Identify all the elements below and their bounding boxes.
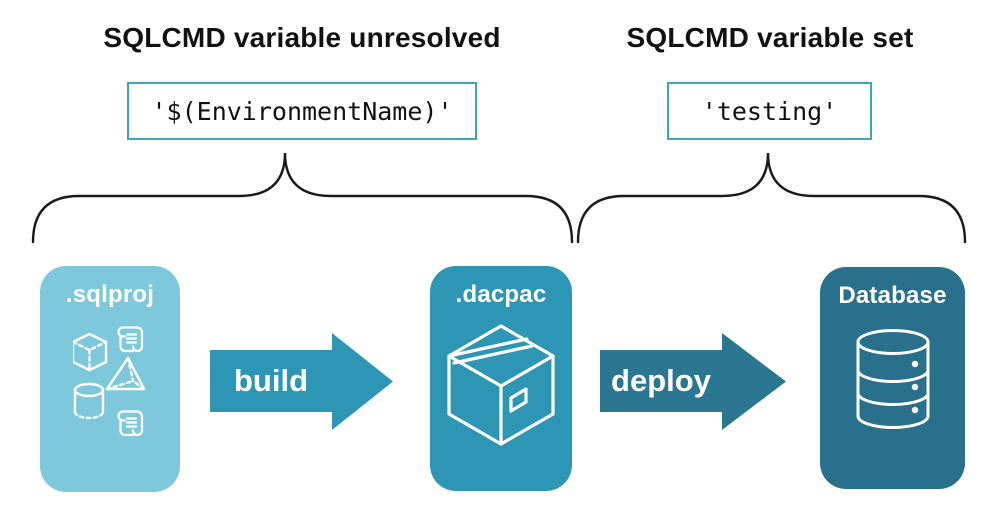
build-arrow-label: build <box>233 363 309 398</box>
heading-sqlcmd-unresolved: SQLCMD variable unresolved <box>103 22 501 53</box>
deploy-arrow <box>600 333 786 430</box>
database-icon <box>856 329 930 429</box>
right-brace <box>576 152 967 244</box>
package-icon <box>447 324 555 446</box>
deploy-arrow-label: deploy <box>611 363 711 398</box>
scroll-icon <box>117 326 144 353</box>
build-arrow <box>210 333 393 430</box>
sql-project-objects-icons <box>73 326 146 437</box>
cube-icon <box>73 332 108 372</box>
heading-sqlcmd-set: SQLCMD variable set <box>626 22 914 53</box>
cylinder-icon <box>73 382 105 420</box>
grouping-braces <box>31 152 967 244</box>
node-dacpac: .dacpac <box>430 266 572 491</box>
node-sqlproj: .sqlproj <box>40 266 180 492</box>
left-brace <box>31 152 574 244</box>
code-box-unresolved-value: '$(EnvironmentName)' <box>127 82 477 140</box>
node-database-label: Database <box>838 282 947 309</box>
node-database: Database <box>820 267 965 489</box>
pyramid-icon <box>105 356 146 391</box>
node-sqlproj-label: .sqlproj <box>65 281 155 308</box>
code-box-set-value: 'testing' <box>667 82 872 140</box>
sqlcmd-variable-set-text: 'testing' <box>701 96 838 126</box>
sqlcmd-variable-placeholder-text: '$(EnvironmentName)' <box>151 96 453 126</box>
scroll-icon <box>117 410 144 437</box>
node-dacpac-label: .dacpac <box>455 281 547 308</box>
